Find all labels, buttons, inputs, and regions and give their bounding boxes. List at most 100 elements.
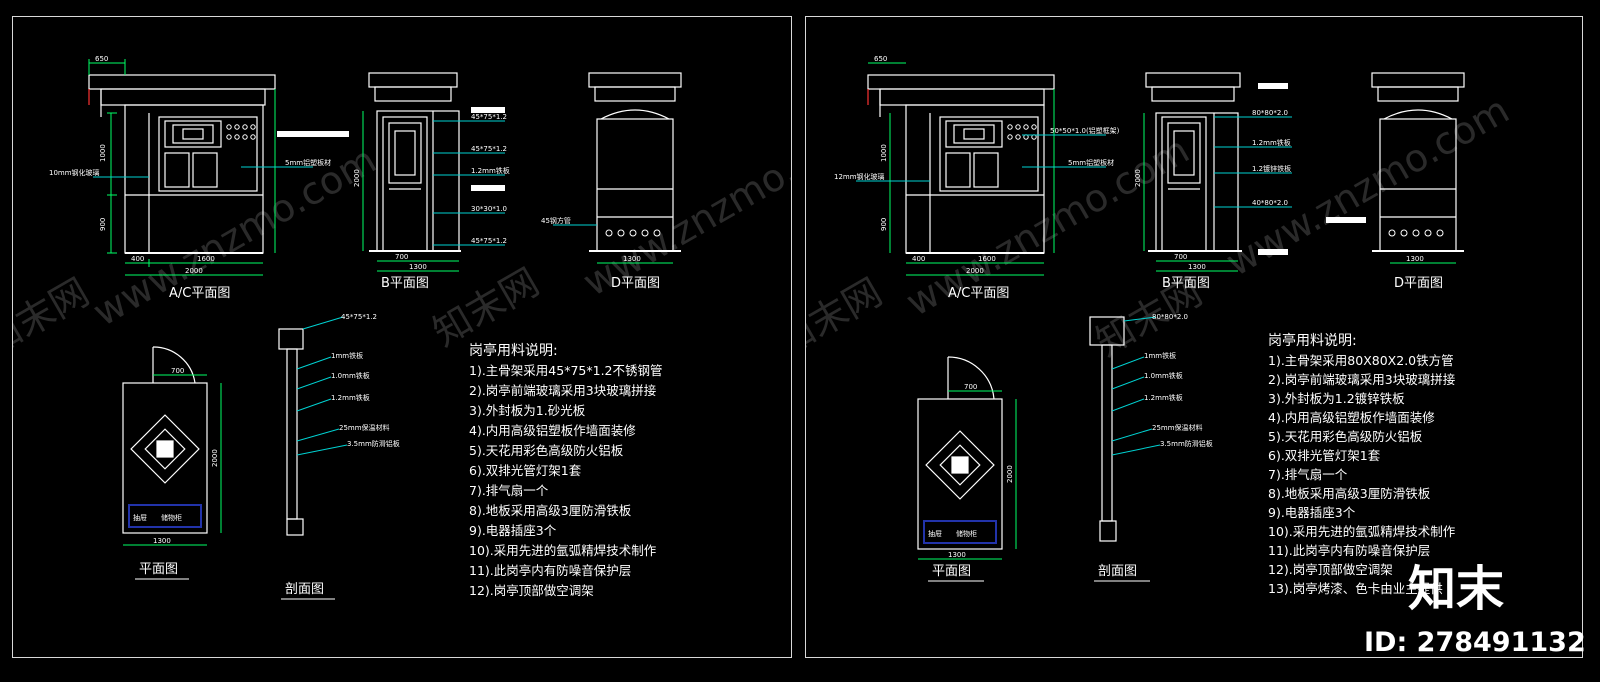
plan-label: 储物柜	[161, 513, 182, 522]
material-notes: 岗亭用料说明: 1).主骨架采用80X80X2.0铁方管 2).岗亭前端玻璃采用…	[1268, 332, 1456, 596]
note-line: 5).天花用彩色高级防火铝板	[469, 443, 624, 458]
callout-label: 40*80*2.0	[1252, 199, 1288, 207]
note-line: 6).双排光管灯架1套	[469, 463, 582, 478]
note-line: 4).内用高级铝塑板作墙面装修	[469, 423, 636, 438]
view-title-d: D平面图	[1394, 276, 1443, 291]
counter-outline	[128, 504, 202, 528]
plan-view	[917, 356, 1003, 550]
plan-label: 抽屉	[928, 529, 942, 538]
callout-label: 45*75*1.2	[471, 237, 507, 245]
label-bar	[471, 185, 505, 191]
dim-label: 400	[131, 255, 144, 263]
ac-dimensions	[868, 62, 1055, 276]
callout-label: 3.5mm防滑铝板	[1160, 439, 1213, 448]
ac-elevation	[88, 74, 276, 254]
dim-label: 2000	[211, 449, 219, 467]
dim-label: 1300	[153, 537, 171, 545]
dim-label: 650	[95, 55, 108, 63]
view-title-b: B平面图	[1162, 276, 1210, 291]
note-line: 11).此岗亭内有防噪音保护层	[469, 563, 631, 578]
watermark-text: www.znzmo.com	[86, 137, 384, 334]
section-leaders	[1111, 316, 1161, 456]
callout-label: 80*80*2.0	[1252, 109, 1288, 117]
dim-label: 1600	[197, 255, 215, 263]
b-dimensions	[362, 111, 459, 272]
label-bar	[1258, 249, 1288, 255]
dim-label: 2000	[1006, 465, 1014, 483]
note-line: 1).主骨架采用80X80X2.0铁方管	[1268, 353, 1454, 368]
label-bar	[1258, 83, 1288, 89]
plan-view	[122, 346, 208, 534]
callout-label: 25mm保温材料	[339, 423, 390, 432]
note-line: 8).地板采用高级3厘防滑铁板	[1268, 486, 1431, 501]
b-leaders	[433, 120, 505, 246]
callout-label: 50*50*1.0(铝塑框架)	[1050, 126, 1120, 135]
b-elevation	[368, 72, 461, 252]
dim-label: 2000	[966, 267, 984, 275]
ac-vent-holes	[226, 124, 256, 140]
note-line: 9).电器插座3个	[469, 523, 557, 538]
note-line: 8).地板采用高级3厘防滑铁板	[469, 503, 632, 518]
plan-dimensions	[123, 374, 222, 546]
callout-label: 1.2mm铁板	[1252, 138, 1291, 147]
d-outlets	[1388, 229, 1444, 237]
b-leaders	[1214, 116, 1292, 208]
callout-label: 5mm铝塑板材	[285, 158, 331, 167]
label-bar	[1326, 217, 1366, 223]
sheet-2-drawing: 知末网 www.znzmo.com 知末网 www.znzmo.com 650 …	[806, 55, 1516, 596]
view-title-d: D平面图	[611, 276, 660, 291]
dim-label: 400	[912, 255, 925, 263]
dim-label: 900	[99, 218, 107, 231]
dim-label: 1300	[409, 263, 427, 271]
view-title-b: B平面图	[381, 276, 429, 291]
plan-dimensions	[918, 390, 1017, 560]
callout-label: 1mm铁板	[331, 351, 363, 360]
watermark-text: 知末网	[426, 260, 547, 355]
callout-label: 45*75*1.2	[471, 145, 507, 153]
view-title-section: 剖面图	[285, 582, 324, 597]
note-line: 12).岗亭顶部做空调架	[1268, 562, 1393, 577]
callout-label: 80*80*2.0	[1152, 313, 1188, 321]
callout-label: 1.0mm铁板	[1144, 371, 1183, 380]
view-title-ac: A/C平面图	[169, 286, 230, 301]
dim-label: 2000	[185, 267, 203, 275]
dim-label: 1600	[978, 255, 996, 263]
note-line: 4).内用高级铝塑板作墙面装修	[1268, 410, 1435, 425]
dim-label: 1000	[880, 144, 888, 162]
notes-title: 岗亭用料说明:	[1268, 332, 1357, 349]
plan-label: 抽屉	[133, 513, 147, 522]
dim-label: 1300	[1188, 263, 1206, 271]
dim-label: 1000	[99, 144, 107, 162]
note-line: 7).排气扇一个	[1268, 467, 1348, 482]
drawing-sheet-1: 知末网 www.znzmo.com 知末网 www.znzmo.com 650 …	[12, 16, 792, 658]
ac-vent-holes	[1007, 124, 1037, 140]
note-line: 3).外封板为1.砂光板	[469, 403, 586, 418]
callout-label: 3.5mm防滑铝板	[347, 439, 400, 448]
sheet-1-drawing: 知末网 www.znzmo.com 知末网 www.znzmo.com 650 …	[13, 55, 791, 600]
callout-label: 45*75*1.2	[471, 113, 507, 121]
note-line: 12).岗亭顶部做空调架	[469, 583, 594, 598]
view-title-plan: 平面图	[932, 564, 971, 579]
b-dimensions	[1143, 113, 1238, 272]
note-line: 9).电器插座3个	[1268, 505, 1356, 520]
dim-label: 1300	[623, 255, 641, 263]
callout-label: 1.2镀锌铁板	[1252, 164, 1291, 173]
note-line: 3).外封板为1.2镀锌铁板	[1268, 391, 1405, 406]
callout-label: 25mm保温材料	[1152, 423, 1203, 432]
b-elevation	[1145, 72, 1242, 252]
note-line: 2).岗亭前端玻璃采用3块玻璃拼接	[469, 383, 657, 398]
d-elevation	[1371, 72, 1465, 252]
counter-outline	[923, 520, 997, 544]
callout-label: 5mm铝塑板材	[1068, 158, 1114, 167]
note-line: 7).排气扇一个	[469, 483, 549, 498]
callout-label: 1.2mm铁板	[331, 393, 370, 402]
dim-label: 1300	[948, 551, 966, 559]
note-line: 1).主骨架采用45*75*1.2不锈钢管	[469, 363, 663, 378]
note-line: 13).岗亭烤漆、色卡由业主提供	[1268, 581, 1443, 596]
callout-label: 45*75*1.2	[341, 313, 377, 321]
dim-label: 2000	[353, 169, 361, 187]
dim-label: 900	[880, 218, 888, 231]
watermark-text: 知末网	[13, 270, 96, 365]
dim-label: 1300	[1406, 255, 1424, 263]
dim-label: 2000	[1134, 169, 1142, 187]
